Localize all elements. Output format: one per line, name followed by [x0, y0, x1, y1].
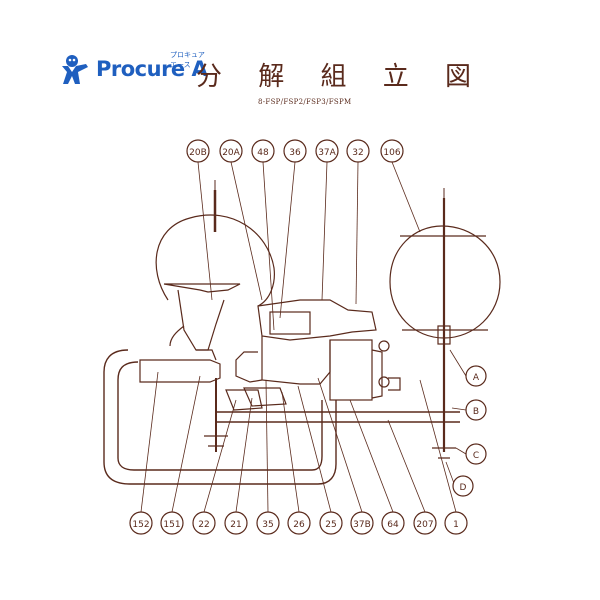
callout-35: 35 — [256, 511, 280, 535]
right-float-ball — [389, 188, 501, 459]
svg-text:21: 21 — [230, 520, 241, 530]
callout-20A: 20A — [219, 139, 243, 163]
callout-152: 152 — [129, 511, 153, 535]
svg-text:1: 1 — [453, 520, 459, 530]
callout-32: 32 — [346, 139, 370, 163]
top-leaders — [197, 161, 421, 331]
svg-text:64: 64 — [387, 520, 399, 530]
callout-36: 36 — [283, 139, 307, 163]
svg-text:37B: 37B — [353, 520, 371, 530]
callout-22: 22 — [192, 511, 216, 535]
brand-name: Procure A — [96, 57, 208, 81]
pump-body — [225, 299, 401, 411]
svg-text:32: 32 — [352, 148, 363, 158]
callout-207: 207 — [413, 511, 437, 535]
bottom-leaders — [140, 371, 457, 513]
callout-B: B — [465, 399, 487, 421]
callout-21: 21 — [224, 511, 248, 535]
callout-26: 26 — [287, 511, 311, 535]
svg-text:26: 26 — [293, 520, 305, 530]
svg-text:D: D — [460, 483, 467, 493]
svg-text:151: 151 — [163, 520, 180, 530]
callout-A: A — [465, 365, 487, 387]
callout-D: D — [452, 475, 474, 497]
svg-text:35: 35 — [262, 520, 273, 530]
svg-text:207: 207 — [416, 520, 433, 530]
callout-25: 25 — [319, 511, 343, 535]
callout-37A: 37A — [315, 139, 339, 163]
svg-text:37A: 37A — [318, 148, 336, 158]
brand-kana: プロキュアエース — [170, 51, 205, 69]
brand-logo: Procure A プロキュアエース — [58, 51, 208, 86]
left-float-ball — [155, 180, 275, 351]
callout-20B: 20B — [186, 139, 210, 163]
callout-64: 64 — [381, 511, 405, 535]
callout-C: C — [465, 443, 487, 465]
callout-37B: 37B — [350, 511, 374, 535]
svg-text:22: 22 — [198, 520, 209, 530]
svg-text:48: 48 — [257, 148, 269, 158]
page-title: 分 解 組 立 図 — [196, 62, 486, 92]
intake-pipe — [139, 349, 221, 383]
svg-text:36: 36 — [289, 148, 301, 158]
svg-text:106: 106 — [383, 148, 400, 158]
svg-text:20B: 20B — [189, 148, 207, 158]
mascot-icon — [62, 55, 88, 84]
side-leaders — [445, 349, 467, 487]
svg-text:B: B — [473, 407, 479, 417]
model-subtitle: 8-FSP/FSP2/FSP3/FSPM — [258, 98, 352, 106]
callout-106: 106 — [380, 139, 404, 163]
callout-1: 1 — [444, 511, 468, 535]
svg-text:20A: 20A — [222, 148, 240, 158]
svg-text:25: 25 — [325, 520, 336, 530]
svg-text:C: C — [473, 451, 479, 461]
svg-text:152: 152 — [132, 520, 149, 530]
rod-assembly — [204, 378, 228, 452]
svg-text:A: A — [473, 373, 480, 383]
callout-48: 48 — [251, 139, 275, 163]
callout-151: 151 — [160, 511, 184, 535]
frame-tube — [103, 349, 460, 485]
